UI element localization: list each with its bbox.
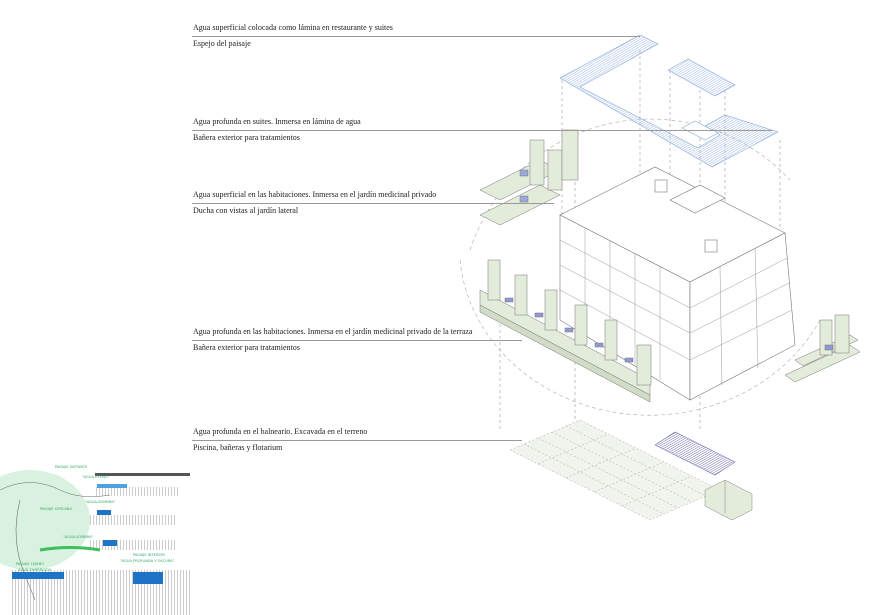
annotation-title: Agua profunda en el balneario. Excavada …: [193, 427, 368, 436]
side-unit: [784, 314, 861, 383]
sketch-note: PAISAJE INTERIOR: [133, 553, 165, 557]
spa-pool: [654, 431, 736, 476]
spa-grid: [509, 419, 721, 521]
annotation-subtitle: Ducha con vistas al jardín lateral: [193, 206, 299, 215]
suite-units: [479, 129, 579, 226]
sketch-note: "AGUA-SOMBRA": [63, 535, 94, 539]
leader-line: [192, 203, 554, 204]
roof-water-sheet: [559, 34, 779, 168]
annotation-subtitle: Bañera exterior para tratamientos: [193, 133, 300, 142]
sketch-note: PAISAJE LEJANO: [16, 562, 44, 566]
spa-volume: [704, 479, 753, 521]
sketch-note: PAISAJE CERCANO: [40, 507, 72, 511]
leader-line: [192, 340, 522, 341]
annotation-subtitle: Piscina, bañeras y flotarium: [193, 443, 283, 452]
annotation-title: Agua superficial colocada como lámina en…: [193, 23, 393, 32]
annotation-title: Agua superficial en las habitaciones. In…: [193, 190, 437, 199]
sketch-note: "AGUA-SOMBRA": [85, 500, 116, 504]
sketch-note: PAISAJE DISTANTE: [55, 465, 88, 469]
leader-line: [192, 440, 522, 441]
annotation-title: Agua profunda en las habitaciones. Inmer…: [193, 327, 473, 336]
annotation-subtitle: Espejo del paisaje: [193, 39, 251, 48]
annotation-title: Agua profunda en suites. Inmersa en lámi…: [193, 117, 361, 126]
leader-line: [192, 130, 772, 131]
sketch-note: "AGUA-ESPEJO": [82, 475, 110, 479]
sketch-note: "AGUA PROFUNDA Y OSCURA": [120, 559, 175, 563]
leader-line: [192, 36, 640, 37]
terrace-rooms: [479, 259, 652, 403]
sketch-note: AGUA SUMERGIDA: [18, 568, 52, 572]
main-building: [559, 166, 796, 401]
hand-sketch: PAISAJE DISTANTE "AGUA-ESPEJO" PAISAJE C…: [0, 465, 190, 615]
annotation-subtitle: Bañera exterior para tratamientos: [193, 343, 300, 352]
